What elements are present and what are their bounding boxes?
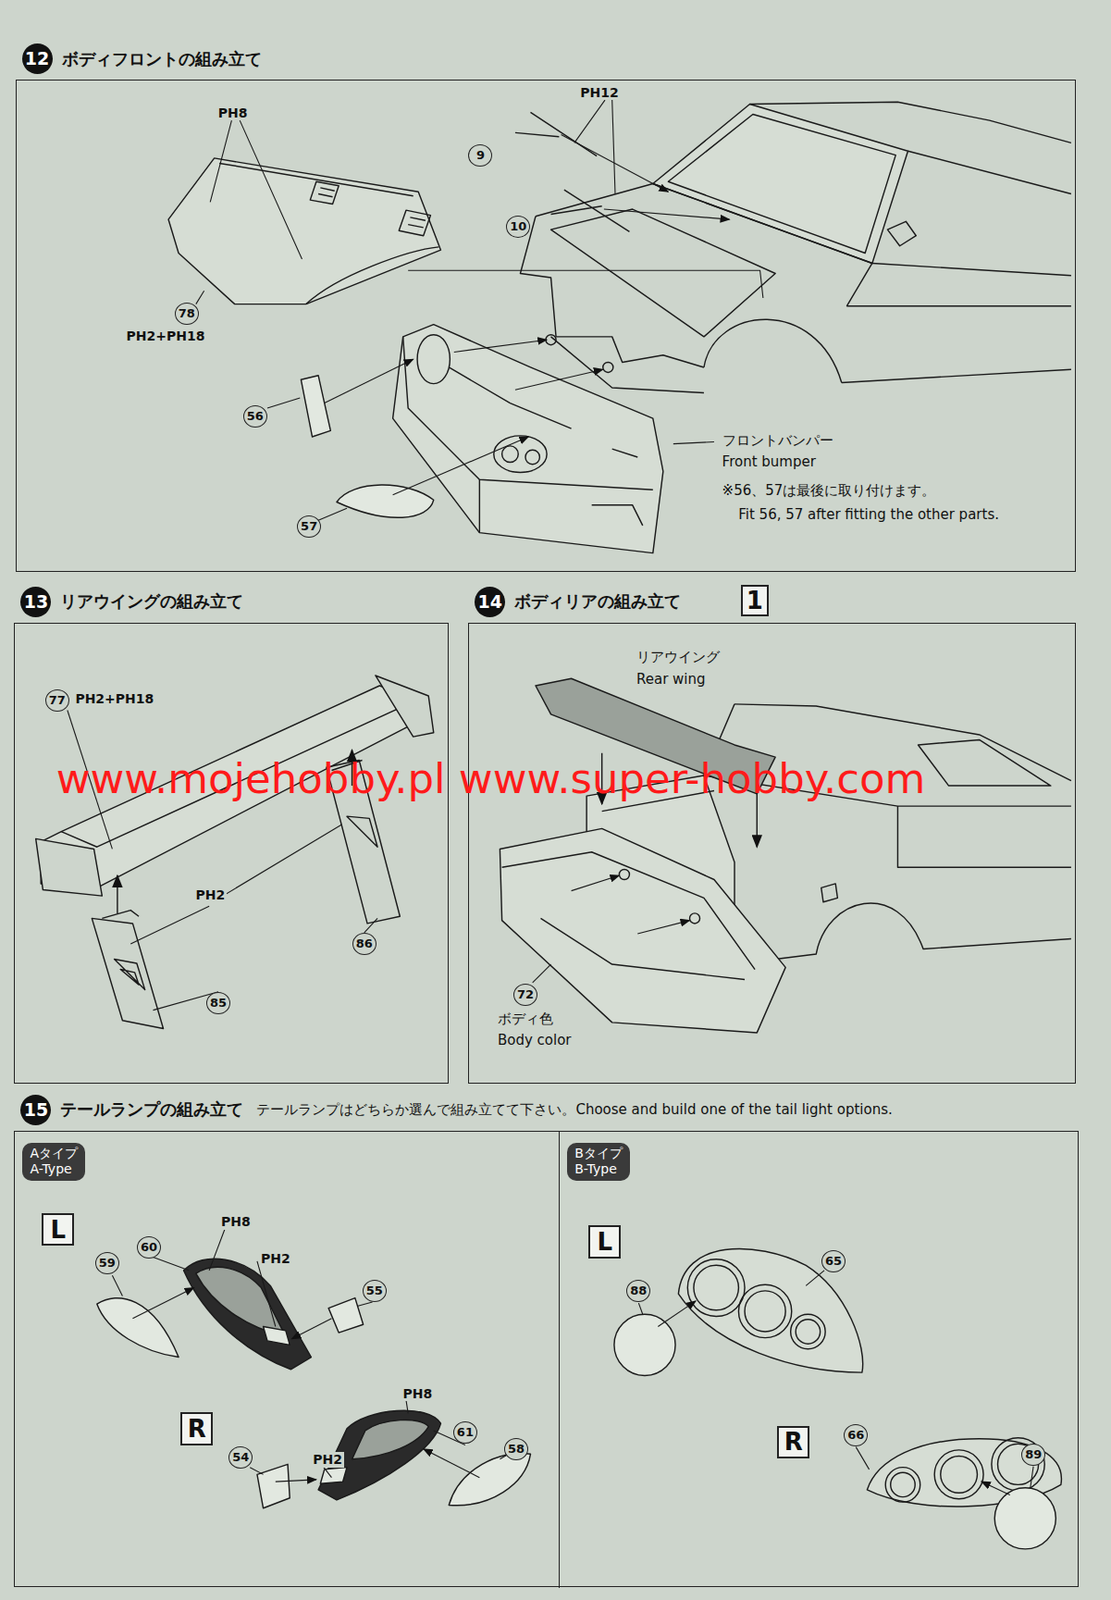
side-letter: L [49, 1217, 66, 1242]
step-heading: 14 ボディリアの組み立て [474, 586, 694, 618]
paint-code: PH2 [310, 1451, 345, 1468]
step-number: 12 [22, 43, 53, 75]
side-letter: R [784, 1429, 803, 1454]
callout-number: 9 [468, 144, 493, 167]
callout-number: 78 [174, 302, 199, 325]
callout-number: 10 [506, 215, 531, 238]
type-label: Bタイプ [574, 1145, 623, 1162]
step-panel: 15テールランプの組み立てテールランプはどちらか選んで組み立てて下さい。Choo… [13, 1130, 1078, 1587]
option-panel: AタイプA-TypeL R [14, 1131, 559, 1588]
step-title: テールランプはどちらか選んで組み立てて下さい。Choose and build … [256, 1100, 892, 1119]
side-letter: L [596, 1229, 613, 1254]
part-name: ※56、57は最後に取り付けます。 [720, 481, 939, 499]
type-badge: AタイプA-Type [22, 1142, 86, 1181]
callout-number: 85 [206, 991, 231, 1014]
step-title: リアウイングの組み立て [60, 590, 244, 613]
callout-number: 55 [362, 1279, 387, 1302]
step-title: テールランプの組み立て [60, 1098, 244, 1121]
step-heading: 12 ボディフロントの組み立て [22, 43, 275, 75]
type-label: A-Type [29, 1160, 78, 1178]
paint-code: PH8 [216, 105, 250, 122]
callout-number: 61 [453, 1420, 478, 1444]
part-name: Rear wing [634, 670, 708, 688]
step-heading: 15 テールランプの組み立てテールランプはどちらか選んで組み立てて下さい。Choo… [20, 1094, 905, 1125]
paint-code: PH2 [259, 1250, 293, 1267]
callout-number: 72 [513, 983, 538, 1006]
callout-number: 77 [45, 689, 70, 712]
part-name: リアウイング [634, 648, 722, 666]
callout-number: 86 [352, 932, 377, 955]
callout-number: 59 [95, 1251, 120, 1274]
side-box: L [588, 1224, 621, 1258]
side-box: 1 [740, 584, 769, 617]
step-number: 13 [20, 586, 51, 618]
part-name: ボディ色 [495, 1010, 556, 1027]
part-name: Fit 56, 57 after fitting the other parts… [736, 506, 1001, 523]
step-title: ボディリアの組み立て [514, 590, 681, 613]
part-name: フロントバンパー [720, 432, 836, 449]
callout-number: 65 [821, 1249, 846, 1272]
side-letter: 1 [746, 588, 764, 613]
step-panel: 14ボディリアの組み立て [468, 622, 1076, 1084]
type-badge: BタイプB-Type [567, 1142, 630, 1181]
paint-code: PH12 [578, 85, 620, 101]
step-number: 15 [20, 1094, 51, 1125]
step-number: 14 [474, 586, 506, 618]
step-title: ボディフロントの組み立て [61, 48, 262, 71]
callout-number: 89 [1021, 1443, 1046, 1466]
part-name: Front bumper [720, 453, 818, 470]
step-heading: 13 リアウイングの組み立て [20, 586, 257, 618]
side-letter: R [187, 1416, 207, 1441]
watermark: www.mojehobby.pl www.super-hobby.com [56, 757, 926, 800]
callout-number: 54 [228, 1445, 253, 1469]
callout-number: 66 [843, 1423, 868, 1446]
side-box: L [41, 1212, 75, 1246]
paint-code: PH2+PH18 [73, 691, 156, 707]
paint-code: PH2+PH18 [124, 328, 208, 345]
callout-number: 60 [136, 1235, 161, 1259]
callout-number: 88 [626, 1279, 651, 1302]
type-label: Aタイプ [29, 1145, 78, 1162]
callout-number: 58 [504, 1437, 529, 1460]
paint-code: PH2 [194, 887, 228, 903]
callout-number: 56 [243, 405, 268, 428]
side-box: R [180, 1411, 213, 1445]
callout-number: 57 [296, 515, 321, 538]
paint-code: PH8 [400, 1385, 434, 1402]
option-panel: BタイプB-TypeL R [558, 1131, 1079, 1588]
part-name: Body color [495, 1031, 574, 1049]
type-label: B-Type [574, 1160, 623, 1178]
side-box: R [777, 1425, 810, 1458]
paint-code: PH8 [219, 1213, 253, 1230]
